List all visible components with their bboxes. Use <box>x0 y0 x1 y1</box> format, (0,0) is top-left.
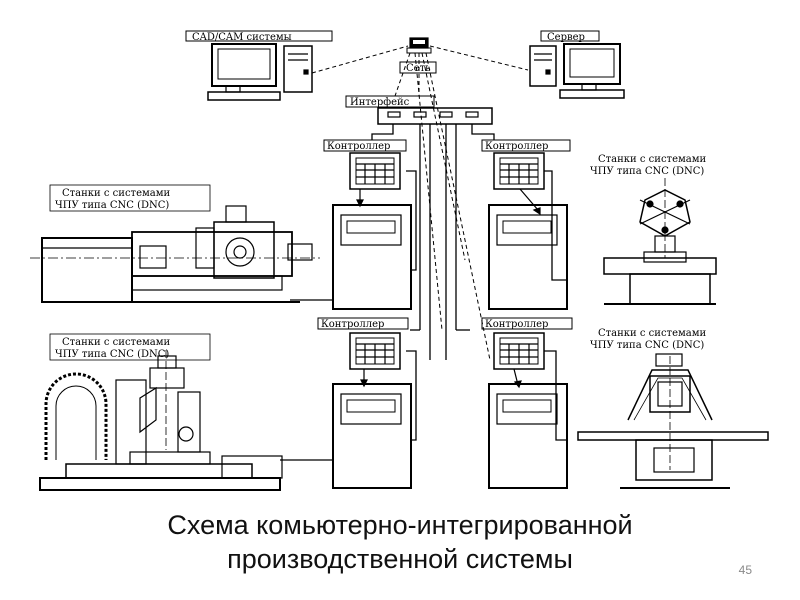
cabinet-cables <box>280 170 567 461</box>
gantry-right-label-line2: ЧПУ типа CNC (DNC) <box>590 340 704 351</box>
controller-3: Контроллер <box>317 317 409 388</box>
vertical-left-label-line1: Станки с системами <box>62 337 171 348</box>
cad-cam-workstation: CAD/CAM системы <box>185 30 333 101</box>
cabinet-3 <box>332 383 412 489</box>
gantry-machine-right: Станки с системами ЧПУ типа CNC (DNC) <box>577 328 769 489</box>
controller-2: Контроллер <box>481 139 571 216</box>
column-right-label-line2: ЧПУ типа CNC (DNC) <box>590 166 704 177</box>
caption-line2: производственной системы <box>227 544 573 574</box>
cabinet-2 <box>488 204 568 310</box>
controller-4: Контроллер <box>481 317 573 389</box>
lathe-machine: Станки с системами ЧПУ типа CNC (DNC) <box>30 184 320 303</box>
controller-1: Контроллер <box>323 139 407 208</box>
lathe-label-line1: Станки с системами <box>62 188 171 199</box>
slide-number: 45 <box>738 563 752 577</box>
column-right-label-line1: Станки с системами <box>598 154 707 165</box>
network-hub: Сеть <box>399 37 437 74</box>
controller-4-label: Контроллер <box>485 319 548 330</box>
server-label: Сервер <box>547 32 585 43</box>
vertical-machine-left: Станки с системами ЧПУ типа CNC (DNC) <box>39 333 283 491</box>
controller-3-label: Контроллер <box>321 319 384 330</box>
controller-1-label: Контроллер <box>327 141 390 152</box>
controller-2-label: Контроллер <box>485 141 548 152</box>
interface-label: Интерфейс <box>350 97 410 108</box>
server-workstation: Сервер <box>529 30 625 99</box>
cim-diagram: CAD/CAM системы Сервер Сеть <box>30 30 769 491</box>
cad-cam-label: CAD/CAM системы <box>192 32 292 43</box>
vertical-left-label-line2: ЧПУ типа CNC (DNC) <box>55 349 169 360</box>
cabinet-1 <box>332 204 412 310</box>
caption-line1: Схема комьютерно-интегрированной <box>167 510 633 540</box>
column-machine-right: Станки с системами ЧПУ типа CNC (DNC) <box>590 154 717 305</box>
interface-block: Интерфейс <box>345 95 493 125</box>
network-links <box>311 45 529 361</box>
lathe-label-line2: ЧПУ типа CNC (DNC) <box>55 200 169 211</box>
cabinet-4 <box>488 383 568 489</box>
gantry-right-label-line1: Станки с системами <box>598 328 707 339</box>
bus-lines <box>371 124 495 360</box>
